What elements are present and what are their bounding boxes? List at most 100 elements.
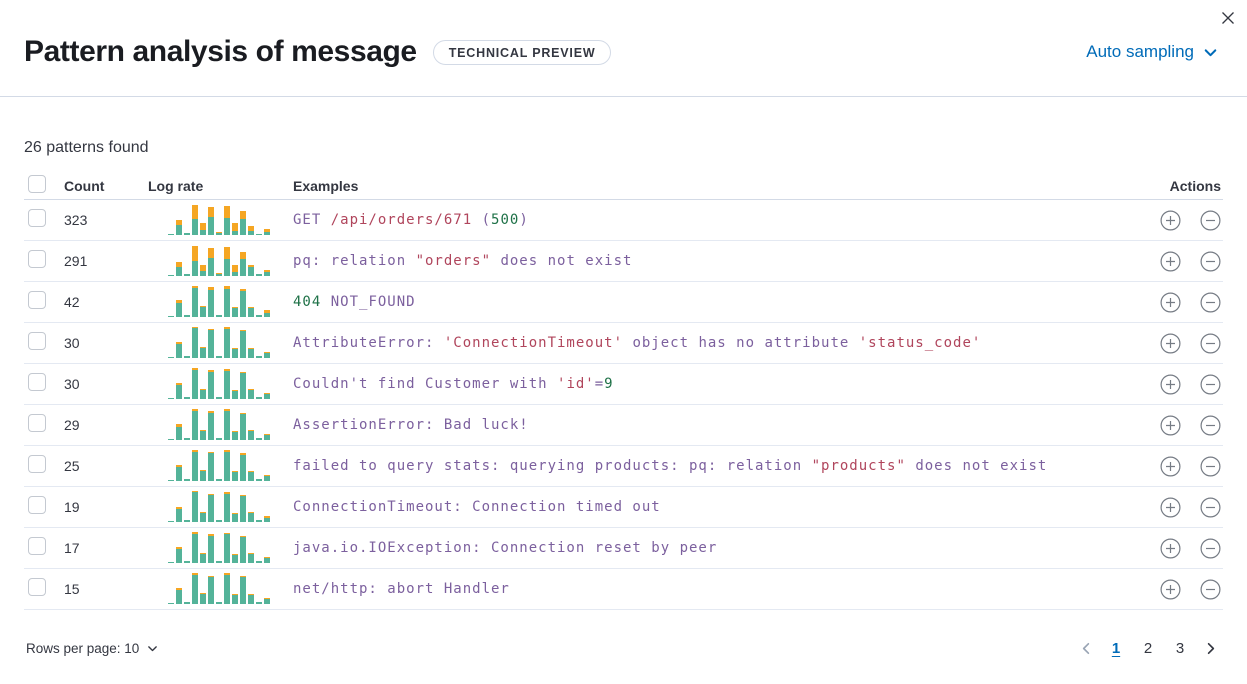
example-text: ConnectionTimeout: Connection timed out (293, 499, 661, 515)
patterns-found-summary: 26 patterns found (24, 139, 149, 156)
page-title: Pattern analysis of message (24, 35, 417, 68)
row-checkbox[interactable] (28, 577, 46, 596)
count-cell: 25 (64, 458, 80, 474)
column-header-examples: Examples (293, 177, 359, 194)
column-header-count[interactable]: Count (64, 177, 105, 194)
filter-in-pattern-button[interactable] (1160, 538, 1181, 559)
row-checkbox[interactable] (28, 413, 46, 432)
table-row: 25 failed to query stats: querying produ… (24, 446, 1223, 487)
example-text: AttributeError: 'ConnectionTimeout' obje… (293, 335, 982, 351)
close-button[interactable] (1216, 6, 1240, 30)
log-rate-sparkline (168, 326, 270, 358)
example-text: 404 NOT_FOUND (293, 294, 416, 310)
log-rate-sparkline (168, 531, 270, 563)
filter-out-pattern-button[interactable] (1200, 251, 1221, 272)
filter-in-pattern-button[interactable] (1160, 415, 1181, 436)
close-icon (1222, 12, 1234, 24)
row-checkbox[interactable] (28, 249, 46, 268)
table-row: 291 pq: relation "orders" does not exist (24, 241, 1223, 282)
row-checkbox[interactable] (28, 372, 46, 391)
plus-in-circle-icon (1160, 333, 1181, 353)
filter-out-pattern-button[interactable] (1200, 497, 1221, 518)
log-rate-sparkline (168, 449, 270, 481)
table-row: 42 404 NOT_FOUND (24, 282, 1223, 323)
row-checkbox[interactable] (28, 454, 46, 473)
filter-out-pattern-button[interactable] (1200, 538, 1221, 559)
minus-in-circle-icon (1200, 333, 1221, 353)
example-text: java.io.IOException: Connection reset by… (293, 540, 718, 556)
example-text: failed to query stats: querying products… (293, 458, 1048, 474)
filter-out-pattern-button[interactable] (1200, 579, 1221, 600)
rows-per-page-label: Rows per page: 10 (26, 640, 140, 656)
log-rate-sparkline (168, 367, 270, 399)
row-checkbox[interactable] (28, 290, 46, 309)
filter-out-pattern-button[interactable] (1200, 292, 1221, 313)
filter-in-pattern-button[interactable] (1160, 292, 1181, 313)
log-rate-sparkline (168, 408, 270, 440)
example-text: Couldn't find Customer with 'id'=9 (293, 376, 614, 392)
previous-page-button[interactable] (1075, 637, 1097, 659)
next-page-button[interactable] (1199, 637, 1221, 659)
filter-in-pattern-button[interactable] (1160, 579, 1181, 600)
count-cell: 30 (64, 335, 80, 351)
table-row: 19 ConnectionTimeout: Connection timed o… (24, 487, 1223, 528)
next-page-icon (1207, 642, 1214, 654)
log-rate-sparkline (168, 490, 270, 522)
example-text: pq: relation "orders" does not exist (293, 253, 633, 269)
filter-in-pattern-button[interactable] (1160, 497, 1181, 518)
plus-in-circle-icon (1160, 210, 1181, 230)
row-checkbox[interactable] (28, 331, 46, 350)
minus-in-circle-icon (1200, 374, 1221, 394)
example-text: GET /api/orders/671 (500) (293, 212, 529, 228)
filter-out-pattern-button[interactable] (1200, 374, 1221, 395)
filter-in-pattern-button[interactable] (1160, 456, 1181, 477)
sampling-label: Auto sampling (1086, 42, 1194, 61)
page-number-button[interactable]: 2 (1143, 639, 1153, 657)
plus-in-circle-icon (1160, 415, 1181, 435)
table-body: 323 GET /api/orders/671 (500) 291 (24, 200, 1223, 610)
filter-in-pattern-button[interactable] (1160, 251, 1181, 272)
patterns-table: Count Log rate Examples Actions 323 GET … (24, 172, 1223, 610)
log-rate-sparkline (168, 244, 270, 276)
flyout-body: 26 patterns found Count Log rate Example… (0, 139, 1247, 659)
minus-in-circle-icon (1200, 251, 1221, 271)
minus-in-circle-icon (1200, 497, 1221, 517)
select-all-checkbox[interactable] (28, 175, 46, 193)
plus-in-circle-icon (1160, 292, 1181, 312)
row-checkbox[interactable] (28, 536, 46, 555)
filter-in-pattern-button[interactable] (1160, 374, 1181, 395)
plus-in-circle-icon (1160, 497, 1181, 517)
page-number-button[interactable]: 1 (1111, 639, 1121, 657)
sampling-dropdown[interactable]: Auto sampling (1086, 42, 1219, 62)
technical-preview-badge: TECHNICAL PREVIEW (432, 39, 612, 65)
rows-per-page-selector[interactable]: Rows per page: 10 (26, 641, 159, 656)
count-cell: 17 (64, 540, 80, 556)
table-row: 30 AttributeError: 'ConnectionTimeout' o… (24, 323, 1223, 364)
count-cell: 15 (64, 581, 80, 597)
filter-out-pattern-button[interactable] (1200, 210, 1221, 231)
filter-out-pattern-button[interactable] (1200, 415, 1221, 436)
row-checkbox[interactable] (28, 208, 46, 227)
filter-out-pattern-button[interactable] (1200, 333, 1221, 354)
table-footer: Rows per page: 10 1 2 3 (24, 637, 1223, 659)
previous-page-icon (1082, 642, 1089, 654)
log-rate-sparkline (168, 285, 270, 317)
plus-in-circle-icon (1160, 251, 1181, 271)
chevron-down-icon (148, 645, 158, 651)
count-cell: 19 (64, 499, 80, 515)
count-cell: 42 (64, 294, 80, 310)
page-number-button[interactable]: 3 (1175, 639, 1185, 657)
example-text: AssertionError: Bad luck! (293, 417, 529, 433)
filter-out-pattern-button[interactable] (1200, 456, 1221, 477)
log-rate-sparkline (168, 203, 270, 235)
column-header-actions: Actions (1169, 177, 1221, 194)
filter-in-pattern-button[interactable] (1160, 333, 1181, 354)
plus-in-circle-icon (1160, 374, 1181, 394)
plus-in-circle-icon (1160, 579, 1181, 599)
minus-in-circle-icon (1200, 579, 1221, 599)
minus-in-circle-icon (1200, 210, 1221, 230)
row-checkbox[interactable] (28, 495, 46, 514)
filter-in-pattern-button[interactable] (1160, 210, 1181, 231)
table-row: 323 GET /api/orders/671 (500) (24, 200, 1223, 241)
count-cell: 30 (64, 376, 80, 392)
